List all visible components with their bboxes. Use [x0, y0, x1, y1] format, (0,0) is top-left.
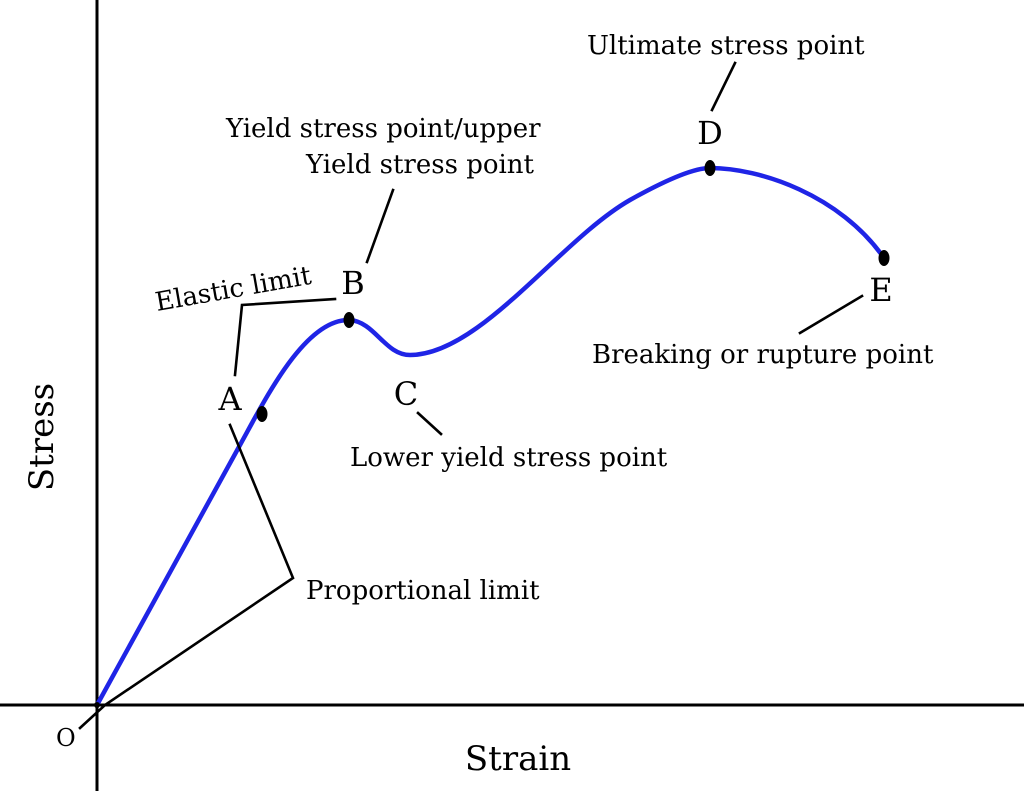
point-b-marker — [343, 312, 355, 328]
origin-label: O — [56, 724, 76, 752]
ultimate-leader — [710, 61, 737, 112]
elastic-limit-label: Elastic limit — [153, 261, 314, 318]
elastic-limit-leader — [233, 297, 337, 377]
point-c-label: C — [394, 375, 418, 413]
breaking-leader — [798, 294, 864, 335]
upper-yield-leader — [365, 188, 395, 264]
point-b-label: B — [341, 264, 365, 302]
proportional-limit-leader — [78, 423, 295, 730]
point-a-marker — [256, 406, 268, 422]
ultimate-stress-label: Ultimate stress point — [587, 31, 865, 61]
upper-yield-label-line2: Yield stress point — [305, 150, 535, 180]
proportional-limit-label: Proportional limit — [306, 576, 540, 606]
point-a-label: A — [217, 380, 242, 418]
y-axis-title: Stress — [22, 383, 62, 491]
x-axis-title: Strain — [465, 739, 571, 779]
point-e-marker — [878, 250, 890, 266]
point-d-label: D — [697, 114, 723, 152]
point-e-label: E — [869, 271, 892, 309]
point-d-marker — [704, 160, 716, 176]
origin-marker — [94, 702, 100, 708]
lower-yield-leader — [416, 411, 443, 436]
lower-yield-label: Lower yield stress point — [350, 443, 668, 473]
upper-yield-label-line1: Yield stress point/upper — [225, 114, 541, 144]
stress-strain-curve — [94, 165, 887, 708]
breaking-point-label: Breaking or rupture point — [592, 340, 934, 370]
